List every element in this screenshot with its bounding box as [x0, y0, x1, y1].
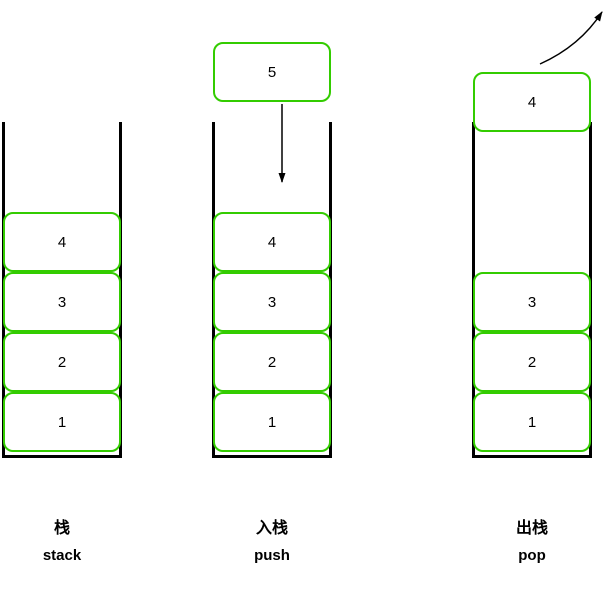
stack-item: 3	[213, 272, 331, 332]
stack-item: 1	[3, 392, 121, 452]
stack-item: 1	[473, 392, 591, 452]
stack-item: 3	[3, 272, 121, 332]
stack-item: 4	[3, 212, 121, 272]
stack-column-push: 5 4 3 2 1 入栈 push	[212, 0, 332, 593]
down-arrow-icon	[278, 104, 286, 183]
curved-up-right-arrow-icon	[539, 11, 603, 65]
pop-item: 4	[473, 72, 591, 132]
stack-item: 2	[213, 332, 331, 392]
stack-item: 2	[473, 332, 591, 392]
push-label-cn: 入栈	[255, 520, 288, 537]
stack-label-en: stack	[42, 547, 82, 564]
stack-item: 3	[473, 272, 591, 332]
pop-label-en: pop	[518, 547, 546, 564]
stack-item: 1	[213, 392, 331, 452]
stack-label-cn: 栈	[53, 520, 70, 537]
stack-column-pop: 4 3 2 1 出栈 pop	[472, 0, 603, 593]
push-label-en: push	[254, 547, 290, 564]
stack-item: 2	[3, 332, 121, 392]
stack-column-stack: 4 3 2 1 栈 stack	[2, 0, 122, 593]
push-item: 5	[213, 42, 331, 102]
pop-label-cn: 出栈	[515, 520, 548, 537]
stack-item: 4	[213, 212, 331, 272]
